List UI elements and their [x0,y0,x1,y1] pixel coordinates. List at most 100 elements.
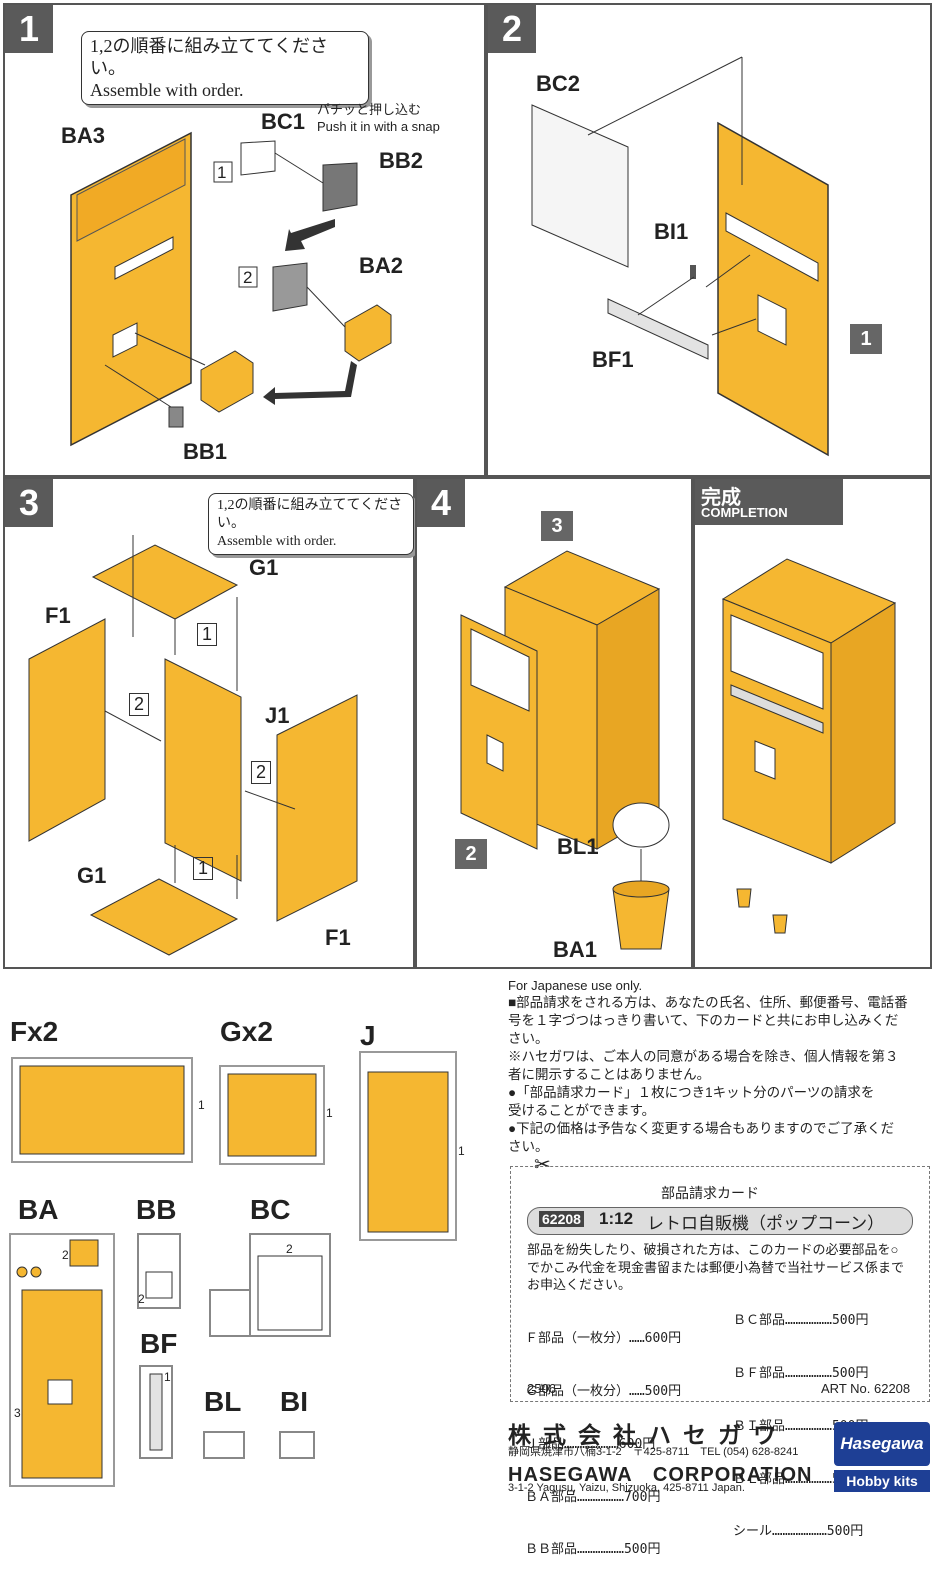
company-address-en: 3-1-2 Yagusu, Yaizu, Shizuoka, 425-8711 … [508,1482,745,1494]
step1-note-jp: 1,2の順番に組み立ててください。 [90,36,328,78]
card-desc: 部品を紛失したり、破損された方は、このカードの必要部品を○ でかこみ代金を現金書… [527,1241,904,1294]
step2-number: 2 [488,5,536,53]
card-scale: 1:12 [599,1209,634,1228]
label-j1: J1 [265,703,290,728]
order-mark-2: 2 [243,268,253,287]
label-bi1: BI1 [654,219,689,244]
completion-panel: 完成 COMPLETION [693,477,932,969]
sprue-bl-label: BL [204,1386,242,1417]
logo-sub: Hobby kits [834,1470,930,1492]
sprue-ba2-num: 2 [62,1248,69,1262]
scissors-icon: ✂ [534,1154,551,1176]
japan-note-line: さい。 [508,1139,549,1154]
japan-note-heading: For Japanese use only. [508,978,643,993]
price-row: Ｇ部品（一枚分）……500円 [525,1383,682,1399]
sprue-diagrams [9,1051,457,1487]
sprue-j-num: 1 [458,1144,465,1158]
step2-panel: 2 BC2 BI1 BF1 1 [486,3,932,477]
label-bf1: BF1 [592,347,634,372]
label-ba2: BA2 [359,253,404,278]
sprue-bb-label: BB [136,1194,177,1225]
step3-order-mark: 2 [129,693,150,716]
card-title: 部品請求カード [661,1185,759,1201]
card-title-bar [527,1207,913,1235]
japan-note: For Japanese use only. ■部品請求をされる方は、あなたの氏… [508,978,932,1156]
sprue-g-label: Gx2 [220,1016,273,1047]
step3-order-mark: 1 [197,623,218,646]
sprue-bc-label: BC [250,1194,291,1225]
label-bb2: BB2 [379,148,424,173]
snap-note-en: Push it in with a snap [317,119,440,134]
card-name: レトロ自販機（ポップコーン） [647,1214,885,1233]
label-f1-right: F1 [325,925,351,950]
card-desc-line: 部品を紛失したり、破損された方は、このカードの必要部品を○ [527,1242,899,1257]
step3-panel: 3 1,2の順番に組み立ててください。 Assemble with order.… [3,477,415,969]
label-bc1: BC1 [261,109,306,134]
label-ba3: BA3 [61,123,106,148]
card-lot: 2506 [527,1381,556,1396]
label-ba1: BA1 [553,937,598,962]
completion-illustration [721,558,897,934]
snap-note-jp: パチッと押し込む [317,102,422,117]
sprue-bc2-num: 2 [286,1242,293,1256]
step4-ref-tag-top: 3 [541,511,573,541]
sprue-g-num: 1 [326,1106,333,1120]
japan-note-line: 号を１字づつはっきり書いて、下のカードと共にお申し込みくだ [508,1013,899,1028]
sprue-bf-label: BF [140,1328,178,1359]
card-art-no: ART No. 62208 [821,1381,911,1396]
step3-illustration [28,535,358,956]
sprue-ba-label: BA [18,1194,59,1225]
label-bc2: BC2 [536,71,581,96]
parts-request-card: 部品請求カード 62208 1:12 レトロ自販機（ポップコーン） 部品を紛失し… [510,1166,930,1557]
sprue-f-num: 1 [198,1098,205,1112]
price-row: ＢＢ部品………………500円 [525,1542,661,1558]
japan-note-line: ■部品請求をされる方は、あなたの氏名、住所、郵便番号、電話番 [508,995,908,1010]
step1-order-note: 1,2の順番に組み立ててください。 Assemble with order. [81,31,369,105]
step3-order-mark: 1 [193,857,214,880]
step4-panel: 4 3 2 BL1 BA1 [415,477,693,969]
label-g1-top: G1 [249,555,279,580]
step2-ref-tag: 1 [850,324,882,354]
japan-note-line: さい。 [508,1031,549,1046]
sprue-bf1-num: 1 [164,1370,171,1384]
completion-title-jp: 完成 [701,487,741,509]
price-row: シール…………………500円 [733,1524,864,1540]
order-mark-1: 1 [217,163,227,182]
step3-note-en: Assemble with order. [217,534,337,549]
company-name-en: HASEGAWA CORPORATION [508,1464,813,1486]
japan-note-line: ※ハセガワは、ご本人の同意がある場合を除き、個人情報を第３ [508,1049,899,1064]
step3-note-jp: 1,2の順番に組み立ててください。 [217,498,403,531]
sprue-j-label: J [360,1020,376,1051]
label-bb1: BB1 [183,439,228,464]
price-row: Ｆ部品（一枚分）……600円 [525,1331,682,1347]
label-g1-bottom: G1 [77,863,107,888]
japan-note-line: 受けることができます。 [508,1103,656,1118]
card-desc-line: でかこみ代金を現金書留または郵便小為替で当社サービス係まで [527,1259,905,1275]
step1-note-en: Assemble with order. [90,80,244,100]
step1-panel: 1 1,2の順番に組み立ててください。 Assemble with order.… [3,3,486,477]
step3-order-note: 1,2の順番に組み立ててください。 Assemble with order. [208,493,414,555]
label-f1-left: F1 [45,603,71,628]
step4-ref-tag-bottom: 2 [455,839,487,869]
step4-illustration [460,550,670,950]
step1-illustration [70,131,392,447]
snap-note: パチッと押し込む Push it in with a snap [317,101,440,135]
logo-mark: Hasegawa [834,1422,930,1466]
card-desc-line: お申込ください。 [527,1277,632,1292]
company-address-jp: 静岡県焼津市八楠3-1-2 〒425-8711 TEL (054) 628-82… [508,1446,799,1458]
sprue-f-label: Fx2 [10,1016,59,1047]
label-bl1: BL1 [557,834,599,859]
completion-title-en: COMPLETION [701,505,788,520]
price-row: Ｊ部品…………………600円 [525,1436,656,1452]
card-code: 62208 [539,1211,584,1227]
price-row: ＢＦ部品………………500円 [733,1365,869,1381]
sprue-bi-label: BI [280,1386,308,1417]
step2-illustration [531,56,829,457]
price-row: ＢＣ部品………………500円 [733,1313,869,1329]
hasegawa-logo: Hasegawa Hobby kits [834,1422,930,1494]
sprue-bb2-num: 2 [138,1292,145,1306]
company-name-jp: 株式会社ハセガワ [508,1422,788,1448]
japan-note-line: ●下記の価格は予告なく変更する場合もありますのでご了承くだ [508,1121,895,1136]
step3-number: 3 [5,479,53,527]
sprue-ba3-num: 3 [14,1406,21,1420]
